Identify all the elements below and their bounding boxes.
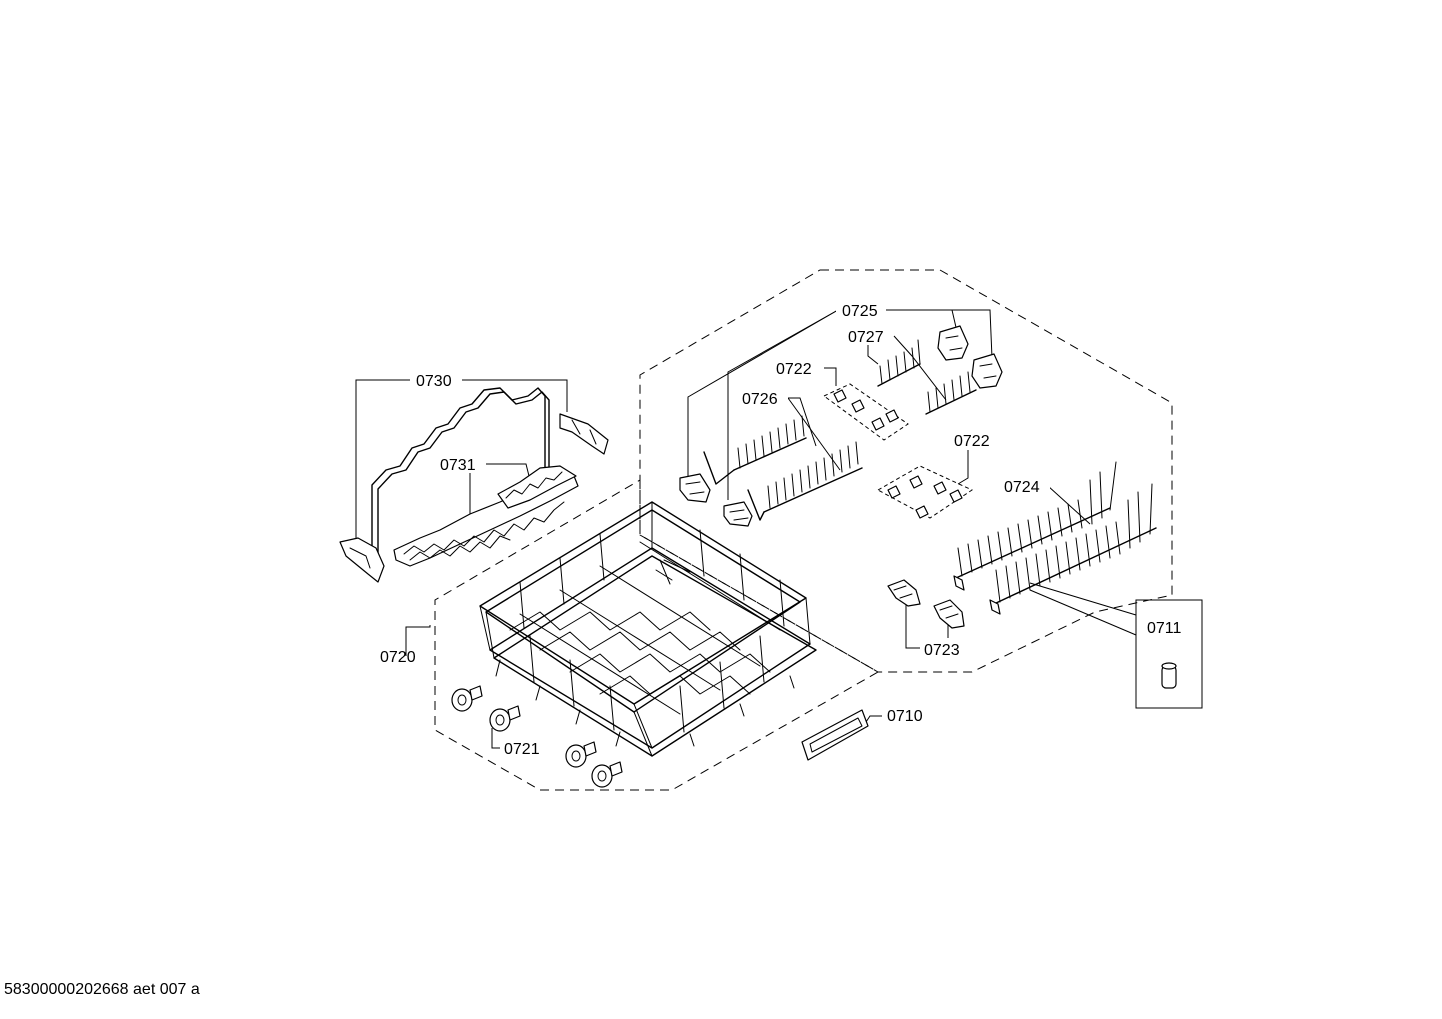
- label-0722-upper: 0722: [776, 361, 812, 378]
- label-0710: 0710: [887, 708, 923, 725]
- label-0721: 0721: [504, 741, 540, 758]
- basket-group-outline: [434, 479, 880, 791]
- part-labels: 0725 0727 0722 0726 0722 0730 0731 0724 …: [380, 299, 1182, 758]
- part-0721-wheels: [451, 685, 623, 788]
- part-0724-tine-rack: [953, 461, 1157, 615]
- part-0710-plate: [801, 709, 869, 761]
- wheel-3: [565, 741, 597, 768]
- label-0724: 0724: [1004, 479, 1040, 496]
- wheel-4: [591, 761, 623, 788]
- part-0731-insert: [393, 465, 579, 567]
- label-0730: 0730: [416, 373, 452, 390]
- part-0720-basket: [479, 501, 817, 757]
- label-0725: 0725: [842, 303, 878, 320]
- part-0722-clips-a: [823, 383, 909, 441]
- part-0722-clips-b: [876, 465, 974, 519]
- wheel-1: [451, 685, 483, 712]
- part-0711-pin: [1161, 662, 1177, 689]
- label-0722-lower: 0722: [954, 433, 990, 450]
- label-0727: 0727: [848, 329, 884, 346]
- part-0723-clips: [887, 579, 965, 629]
- part-0726-tine-racks: [703, 415, 863, 521]
- part-0725-clips: [679, 325, 1003, 527]
- label-0723: 0723: [924, 642, 960, 659]
- drawing-code: 58300000202668 aet 007 a: [4, 981, 200, 998]
- part-0727-tine-racks: [877, 339, 977, 415]
- upper-group-outline: [639, 269, 1173, 673]
- label-0711: 0711: [1147, 620, 1182, 637]
- label-0726: 0726: [742, 391, 778, 408]
- label-0720: 0720: [380, 649, 416, 666]
- label-0731: 0731: [440, 457, 476, 474]
- part-0730-wire-holder: [339, 387, 609, 583]
- wheel-2: [489, 705, 521, 732]
